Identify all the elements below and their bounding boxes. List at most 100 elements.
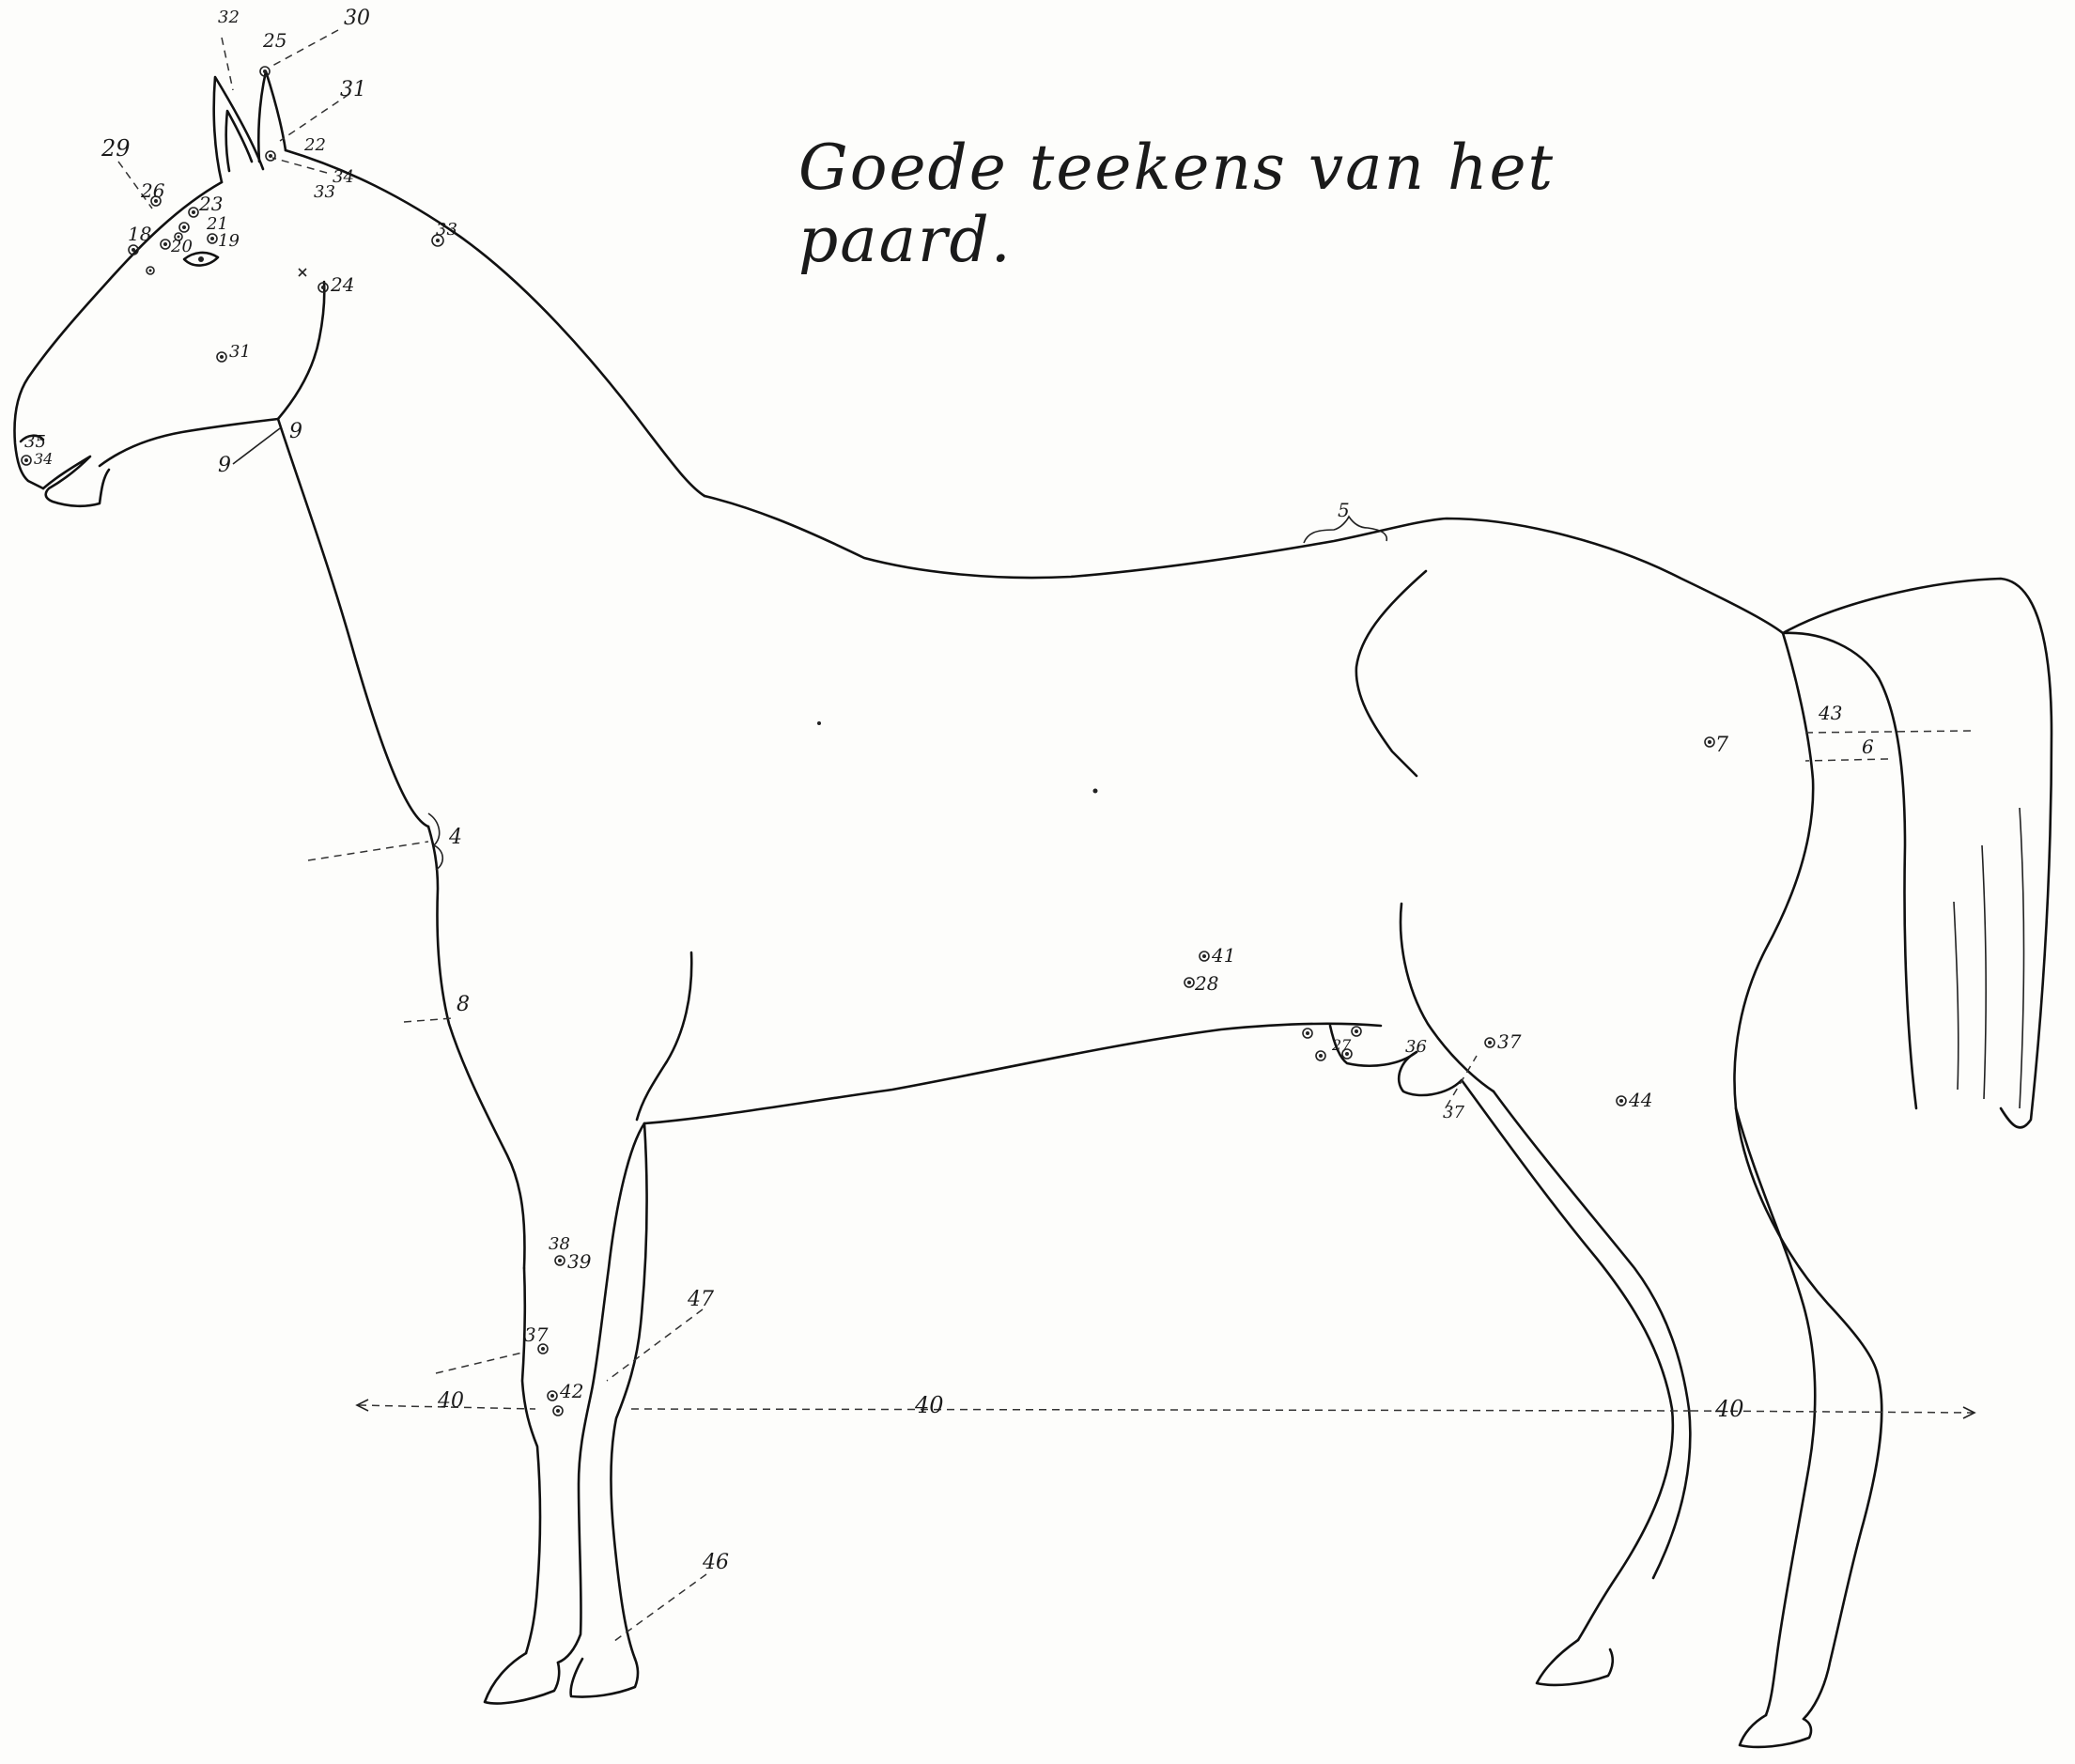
label-23: 23 <box>198 193 223 215</box>
near-hind-hoof <box>1740 1715 1811 1747</box>
label-4: 4 <box>448 826 462 849</box>
jaw-line <box>100 419 278 466</box>
label-19: 19 <box>218 231 240 251</box>
label-27: 27 <box>1331 1036 1352 1054</box>
label-35: 35 <box>24 432 46 452</box>
label-47: 47 <box>687 1288 714 1311</box>
point-22 <box>266 151 275 161</box>
label-26: 26 <box>140 179 165 202</box>
point-44 <box>1617 1096 1626 1106</box>
far-fore-hoof <box>571 1659 638 1697</box>
label-22: 22 <box>303 135 326 155</box>
point-19 <box>208 234 217 243</box>
label-20: 20 <box>170 237 193 256</box>
arrow-43 <box>1805 731 1971 733</box>
label-7: 7 <box>1715 734 1728 757</box>
neck-crest <box>286 150 705 496</box>
label-9-left: 9 <box>218 454 231 477</box>
label-37-hind: 37 <box>1497 1030 1522 1053</box>
arrow-32 <box>222 38 233 90</box>
label-28: 28 <box>1194 972 1218 995</box>
label-44: 44 <box>1628 1089 1652 1111</box>
point-28 <box>1185 978 1194 987</box>
label-37-sheath: 37 <box>1443 1103 1464 1122</box>
arrow-8 <box>404 1018 453 1022</box>
tail-hair-1 <box>1954 902 1959 1090</box>
point-35-34 <box>22 456 31 465</box>
point-31-cheek <box>217 352 226 362</box>
stray-mark-b <box>1093 789 1098 794</box>
buttock-line <box>1734 633 1877 1371</box>
point-39-leg <box>555 1256 565 1265</box>
tail-hair-3 <box>2020 808 2024 1108</box>
label-43: 43 <box>1818 702 1842 724</box>
hip-curve <box>1356 571 1426 776</box>
far-hind-hoof <box>1537 1640 1613 1685</box>
label-33-neck: 33 <box>436 220 457 240</box>
label-9-throat: 9 <box>289 420 302 443</box>
point-23 <box>189 208 198 217</box>
label-31-ear: 31 <box>340 78 366 101</box>
scrotum <box>1399 1052 1462 1095</box>
label-29: 29 <box>101 135 131 162</box>
muzzle-mouth <box>43 456 109 506</box>
belly-line <box>644 1024 1381 1123</box>
label-31-cheek: 31 <box>229 342 251 362</box>
point-forehead-a <box>147 267 154 274</box>
point-27c <box>1352 1027 1361 1036</box>
x-mark-head <box>299 269 306 276</box>
cheek-line <box>278 282 324 419</box>
elbow-curve <box>637 952 691 1120</box>
point-27b <box>1316 1051 1325 1060</box>
label-8: 8 <box>457 993 470 1016</box>
label-40-left: 40 <box>437 1389 464 1413</box>
label-34-poll: 34 <box>333 167 354 187</box>
right-ear <box>258 71 286 162</box>
point-41 <box>1200 952 1209 961</box>
tail-hair-2 <box>1982 845 1986 1099</box>
label-42: 42 <box>559 1380 583 1402</box>
back-line <box>705 496 1783 633</box>
label-32: 32 <box>218 8 240 27</box>
label-5: 5 <box>1338 499 1350 521</box>
point-42 <box>548 1391 557 1400</box>
far-foreleg <box>611 1123 646 1659</box>
point-7 <box>1705 737 1714 747</box>
arrow-9 <box>233 428 280 464</box>
label-36: 36 <box>1405 1037 1427 1057</box>
label-34-muzzle: 34 <box>34 450 53 468</box>
arrow-40-middle <box>631 1409 1691 1411</box>
chest-front <box>428 827 524 1268</box>
label-33-poll: 33 <box>314 182 335 202</box>
arrow-4 <box>308 842 428 860</box>
point-20 <box>161 240 170 249</box>
arrow-31 <box>280 94 349 141</box>
page-title: Goede teekens van het paard. <box>798 132 1587 225</box>
tail-outer <box>1783 579 2052 1127</box>
label-41: 41 <box>1211 944 1235 967</box>
arrow-37-leg <box>436 1353 522 1373</box>
point-21 <box>179 223 189 232</box>
label-40-right: 40 <box>1714 1396 1744 1422</box>
arrow-47 <box>607 1309 703 1381</box>
label-18: 18 <box>128 223 151 245</box>
label-30: 30 <box>344 7 370 30</box>
near-fore-hoof <box>485 1653 559 1704</box>
label-46: 46 <box>702 1551 729 1574</box>
stifle-curve <box>1401 904 1494 1091</box>
arrow-6 <box>1805 759 1888 761</box>
label-40-middle: 40 <box>914 1392 944 1418</box>
arrow-46 <box>611 1574 706 1644</box>
tail-inner <box>1783 633 1916 1108</box>
arrow-34 <box>272 158 327 173</box>
stray-mark-a <box>817 721 821 725</box>
point-37-hind <box>1485 1038 1494 1047</box>
label-37-leg: 37 <box>524 1323 549 1346</box>
label-25: 25 <box>262 29 286 52</box>
far-hind-leg-front <box>1462 1080 1673 1640</box>
label-24: 24 <box>330 273 354 296</box>
point-42b <box>553 1406 563 1416</box>
point-27a <box>1303 1029 1312 1038</box>
